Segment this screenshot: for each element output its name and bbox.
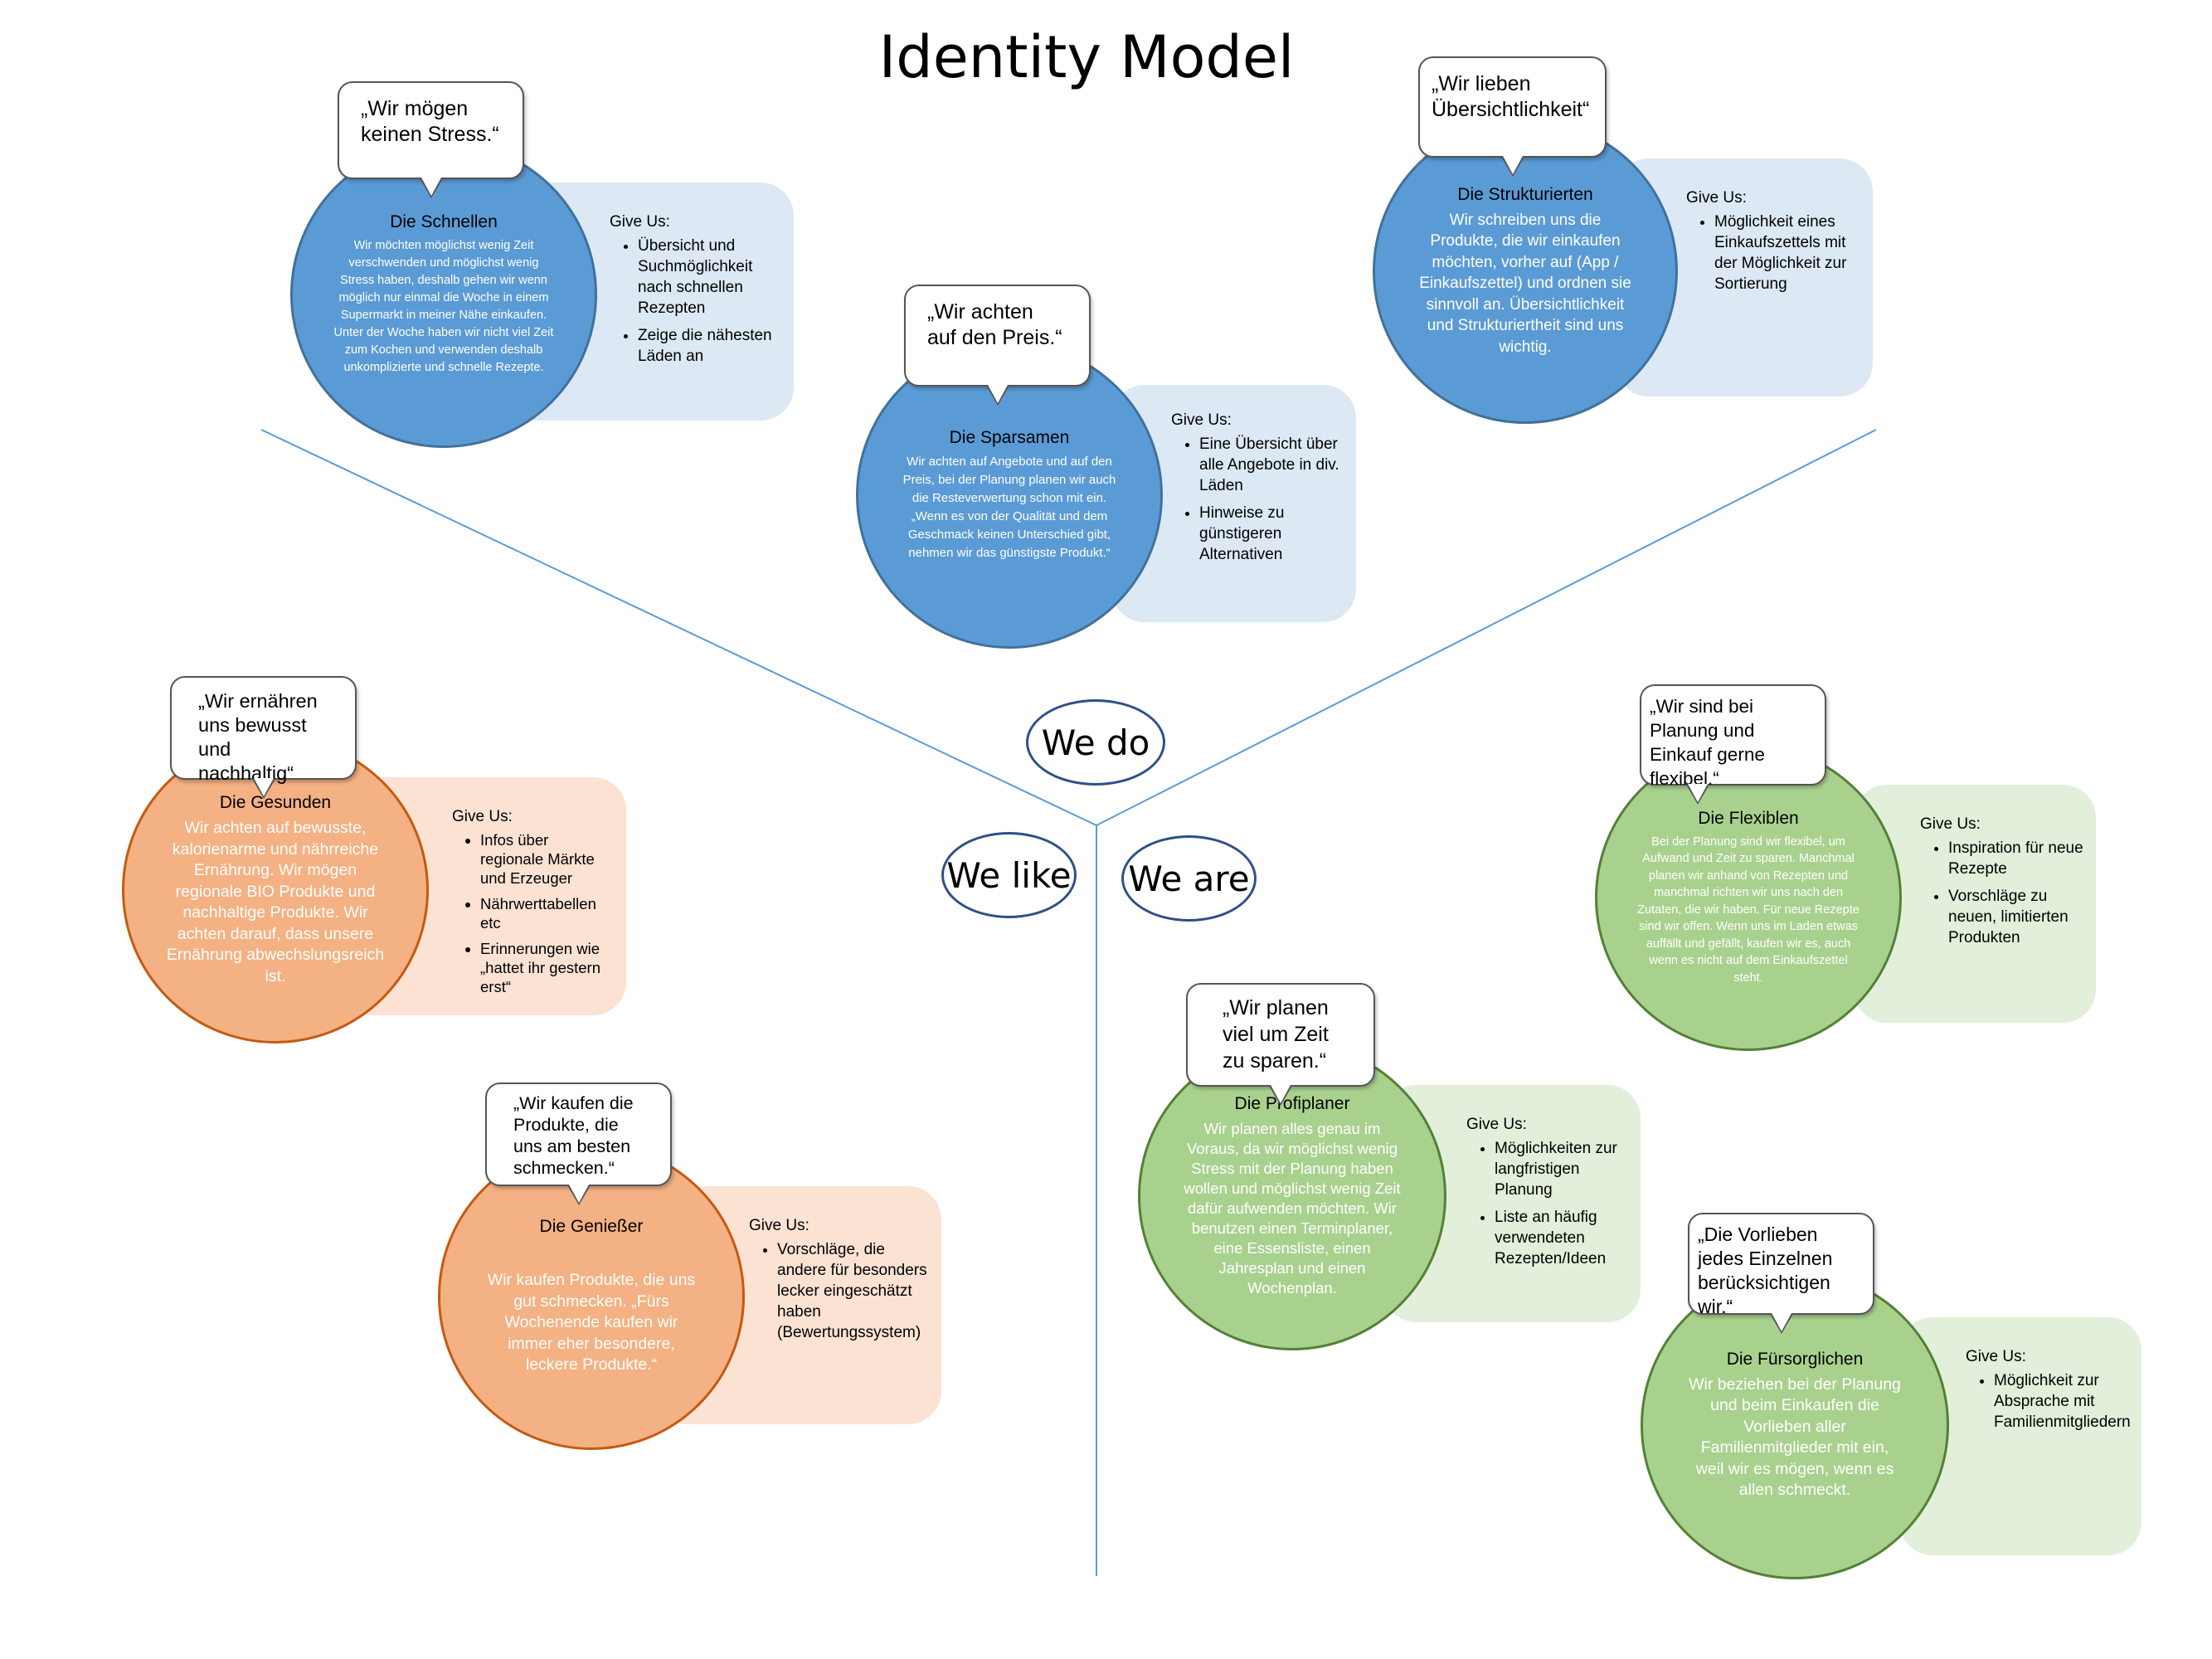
we-like-label: We like	[941, 832, 1077, 918]
quote-bubble: „Wir ernähren uns bewusst und nachhaltig…	[170, 676, 357, 799]
persona-name: Die Sparsamen	[949, 428, 1070, 447]
give-us-item: Möglichkeit zur Absprache mit Familienmi…	[1994, 1370, 2131, 1433]
give-us-list: Eine Übersicht über alle Angebote in div…	[1171, 434, 1344, 565]
give-us-heading: Give Us:	[452, 808, 513, 825]
quote-bubble: „Wir kaufen die Produkte, die uns am bes…	[485, 1082, 672, 1205]
persona-name: Die Fürsorglichen	[1726, 1349, 1864, 1369]
persona-name: Die Schnellen	[390, 212, 498, 231]
persona-circle: Die Strukturierten Wir schreiben uns die…	[1373, 119, 1678, 424]
we-are-label: We are	[1121, 835, 1257, 922]
quote-bubble: „Wir lieben Übersichtlichkeit“	[1418, 56, 1607, 177]
give-us-item: Infos über regionale Märkte und Erzeuger	[480, 830, 614, 888]
give-us-item: Erinnerungen wie „hattet ihr gestern ers…	[480, 939, 614, 996]
persona-name: Die Flexiblen	[1698, 808, 1799, 828]
give-us-list: Möglichkeit eines Einkaufszettels mit de…	[1686, 212, 1856, 294]
diagram-title: Identity Model	[878, 23, 1295, 91]
persona-name: Die Strukturierten	[1457, 184, 1593, 204]
give-us-list: Übersicht und Suchmöglichkeit nach schne…	[610, 236, 777, 367]
give-us-heading: Give Us:	[1171, 411, 1232, 429]
quote-bubble: „Wir mögen keinen Stress.“	[338, 81, 524, 198]
persona-description: Wir planen alles genau im Voraus, da wir…	[1184, 1120, 1401, 1297]
quote-bubble: „Die Vorlieben jedes Einzelnen berücksic…	[1688, 1213, 1874, 1334]
persona-name: Die Profiplaner	[1234, 1094, 1350, 1113]
give-us-list: Vorschläge, die andere für besonders lec…	[749, 1239, 929, 1343]
give-us-heading: Give Us:	[1920, 815, 1981, 833]
axis-line-right	[1096, 429, 1877, 826]
quote-bubble: „Wir planen viel um Zeit zu sparen.“	[1186, 983, 1375, 1106]
give-us-item: Inspiration für neue Rezepte	[1948, 838, 2083, 879]
give-us-item: Zeige die nähesten Läden an	[638, 325, 777, 367]
give-us-heading: Give Us:	[1466, 1116, 1527, 1133]
give-us-item: Eine Übersicht über alle Angebote in div…	[1199, 434, 1344, 496]
give-us-item: Möglichkeiten zur langfristigen Planung	[1495, 1138, 1628, 1200]
give-us-item: Hinweise zu günstigeren Alternativen	[1199, 503, 1344, 565]
give-us-item: Vorschläge, die andere für besonders lec…	[777, 1239, 929, 1343]
give-us-heading: Give Us:	[1686, 189, 1747, 207]
quote-bubble: „Wir sind bei Planung und Einkauf gerne …	[1640, 684, 1826, 805]
give-us-item: Vorschläge zu neuen, limitierten Produkt…	[1948, 886, 2083, 948]
persona-description: Wir beziehen bei der Planung und beim Ei…	[1689, 1374, 1901, 1500]
persona-circle: Die Profiplaner Wir planen alles genau i…	[1138, 1042, 1446, 1350]
give-us-item: Nährwerttabellen etc	[480, 894, 614, 932]
axis-line-left	[260, 429, 1097, 826]
persona-description: Wir möchten möglichst wenig Zeit verschw…	[333, 239, 554, 374]
give-us-list: Infos über regionale Märkte und Erzeuger…	[452, 830, 614, 996]
give-us-heading: Give Us:	[610, 213, 670, 231]
persona-circle: Die Genießer Wir kaufen Produkte, die un…	[438, 1143, 745, 1450]
we-do-label: We do	[1026, 699, 1165, 786]
persona-description: Wir kaufen Produkte, die uns gut schmeck…	[487, 1271, 696, 1374]
give-us-item: Liste an häufig verwendeten Rezepten/Ide…	[1495, 1207, 1628, 1269]
give-us-list: Inspiration für neue Rezepte Vorschläge …	[1920, 838, 2083, 948]
persona-circle: Die Sparsamen Wir achten auf Angebote un…	[856, 342, 1163, 649]
quote-bubble: „Wir achten auf den Preis.“	[904, 285, 1091, 406]
persona-description: Wir achten auf bewusste, kalorienarme un…	[166, 819, 385, 985]
persona-name: Die Gesunden	[219, 793, 332, 812]
persona-description: Wir schreiben uns die Produkte, die wir …	[1419, 211, 1631, 356]
give-us-list: Möglichkeiten zur langfristigen Planung …	[1466, 1138, 1628, 1269]
give-us-item: Möglichkeit eines Einkaufszettels mit de…	[1714, 212, 1856, 294]
persona-description: Wir achten auf Angebote und auf den Prei…	[902, 455, 1116, 560]
persona-name: Die Genießer	[539, 1217, 644, 1237]
persona-circle: Die Schnellen Wir möchten möglichst weni…	[290, 141, 597, 448]
give-us-list: Möglichkeit zur Absprache mit Familienmi…	[1966, 1370, 2131, 1433]
give-us-heading: Give Us:	[749, 1217, 809, 1234]
persona-description: Bei der Planung sind wir flexibel, um Au…	[1637, 834, 1860, 985]
persona-circle: Die Gesunden Wir achten auf bewusste, ka…	[122, 737, 429, 1044]
give-us-item: Übersicht und Suchmöglichkeit nach schne…	[638, 236, 777, 319]
give-us-heading: Give Us:	[1966, 1348, 2026, 1365]
persona-circle: Die Fürsorglichen Wir beziehen bei der P…	[1641, 1271, 1949, 1579]
persona-circle: Die Flexiblen Bei der Planung sind wir f…	[1595, 744, 1902, 1051]
